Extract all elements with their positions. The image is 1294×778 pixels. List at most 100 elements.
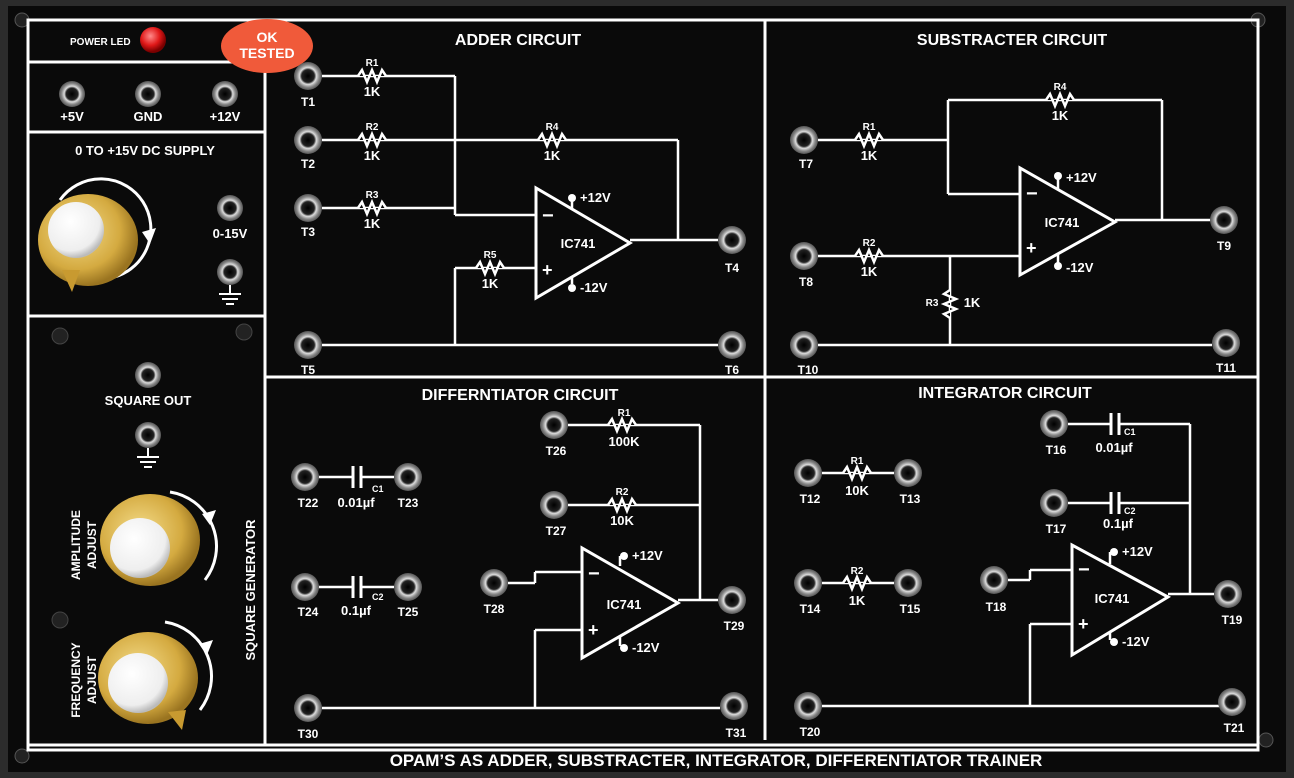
sub-r2-name: R2 — [863, 238, 876, 249]
jack-t20[interactable] — [794, 692, 822, 720]
jack-t30[interactable] — [294, 694, 322, 722]
minus-sign: − — [1078, 559, 1090, 581]
diff-c1-value: 0.01µf — [337, 495, 375, 510]
resistor-icon — [356, 66, 388, 86]
subtracter-opamp-icon — [1018, 165, 1119, 278]
t5-label: T5 — [301, 363, 315, 377]
jack-t25[interactable] — [394, 573, 422, 601]
jack-t13[interactable] — [894, 459, 922, 487]
t6-label: T6 — [725, 363, 739, 377]
capacitor-icon — [1109, 492, 1121, 514]
plus-sign: + — [1078, 614, 1089, 634]
sub-r3-name: R3 — [926, 298, 939, 309]
t22-label: T22 — [298, 496, 319, 510]
t18-label: T18 — [986, 600, 1007, 614]
diff-r1-name: R1 — [618, 408, 631, 419]
int-r2-name: R2 — [851, 566, 864, 577]
jack-t26[interactable] — [540, 411, 568, 439]
jack-t21[interactable] — [1218, 688, 1246, 716]
amplitude-label-1: AMPLITUDE — [69, 510, 83, 580]
sub-r4-value: 1K — [1052, 108, 1069, 123]
dc-supply-knob[interactable] — [38, 177, 156, 292]
jack-t22[interactable] — [291, 463, 319, 491]
jack-t23[interactable] — [394, 463, 422, 491]
power-led-label: POWER LED — [70, 37, 131, 48]
jack-plus12v[interactable] — [212, 81, 238, 107]
power-led-icon — [140, 27, 166, 53]
resistor-icon — [853, 246, 885, 266]
panel-grid — [26, 18, 1260, 752]
jack-square-out[interactable] — [135, 362, 161, 388]
jack-dc-gnd[interactable] — [217, 259, 243, 285]
jack-t28[interactable] — [480, 569, 508, 597]
adder-r3-name: R3 — [366, 190, 379, 201]
jack-gnd[interactable] — [135, 81, 161, 107]
t21-label: T21 — [1224, 721, 1245, 735]
jack-t8[interactable] — [790, 242, 818, 270]
jack-t12[interactable] — [794, 459, 822, 487]
jack-t24[interactable] — [291, 573, 319, 601]
jack-t3[interactable] — [294, 194, 322, 222]
int-vpos: +12V — [1122, 544, 1153, 559]
frequency-label-1: FREQUENCY — [69, 642, 83, 717]
t19-label: T19 — [1222, 613, 1243, 627]
resistor-icon — [1044, 90, 1076, 110]
jack-t19[interactable] — [1214, 580, 1242, 608]
t10-label: T10 — [798, 363, 819, 377]
diff-ic-label: IC741 — [607, 597, 642, 612]
differentiator-opamp-icon — [580, 545, 682, 661]
subtracter-vpos: +12V — [1066, 170, 1097, 185]
plus-sign: + — [542, 260, 553, 280]
adder-r5-name: R5 — [484, 250, 497, 261]
adder-r5-value: 1K — [482, 276, 499, 291]
jack-t18[interactable] — [980, 566, 1008, 594]
t2-label: T2 — [301, 157, 315, 171]
int-c2-name: C2 — [1124, 506, 1136, 516]
sub-r4-name: R4 — [1054, 82, 1067, 93]
jack-t17[interactable] — [1040, 489, 1068, 517]
jack-t9[interactable] — [1210, 206, 1238, 234]
jack-t11[interactable] — [1212, 329, 1240, 357]
jack-t2[interactable] — [294, 126, 322, 154]
t4-label: T4 — [725, 261, 739, 275]
adder-wiring — [322, 74, 718, 347]
label-gnd: GND — [134, 109, 163, 124]
frequency-knob[interactable] — [98, 620, 214, 730]
t9-label: T9 — [1217, 239, 1231, 253]
jack-square-gnd[interactable] — [135, 422, 161, 448]
dc-out-label: 0-15V — [213, 226, 248, 241]
jack-plus5v[interactable] — [59, 81, 85, 107]
jack-t5[interactable] — [294, 331, 322, 359]
capacitor-icon — [351, 576, 363, 598]
jack-t6[interactable] — [718, 331, 746, 359]
jack-t31[interactable] — [720, 692, 748, 720]
t27-label: T27 — [546, 524, 567, 538]
square-gen-title: SQUARE GENERATOR — [243, 519, 258, 661]
jack-t16[interactable] — [1040, 410, 1068, 438]
amplitude-knob[interactable] — [100, 490, 219, 586]
subtracter-title: SUBSTRACTER CIRCUIT — [917, 32, 1107, 49]
t7-label: T7 — [799, 157, 813, 171]
ground-icon — [219, 285, 241, 305]
resistor-icon — [940, 288, 960, 320]
jack-t27[interactable] — [540, 491, 568, 519]
jack-t14[interactable] — [794, 569, 822, 597]
jack-t29[interactable] — [718, 586, 746, 614]
sub-r1-name: R1 — [863, 122, 876, 133]
adder-r4-name: R4 — [546, 122, 559, 133]
jack-t15[interactable] — [894, 569, 922, 597]
jack-t1[interactable] — [294, 62, 322, 90]
jack-dc-out[interactable] — [217, 195, 243, 221]
adder-r1-value: 1K — [364, 84, 381, 99]
t8-label: T8 — [799, 275, 813, 289]
capacitor-icon — [351, 466, 363, 488]
t25-label: T25 — [398, 605, 419, 619]
jack-t7[interactable] — [790, 126, 818, 154]
jack-t4[interactable] — [718, 226, 746, 254]
int-r1-value: 10K — [845, 483, 869, 498]
t30-label: T30 — [298, 727, 319, 741]
resistor-icon — [536, 130, 568, 150]
jack-t10[interactable] — [790, 331, 818, 359]
t3-label: T3 — [301, 225, 315, 239]
t20-label: T20 — [800, 725, 821, 739]
